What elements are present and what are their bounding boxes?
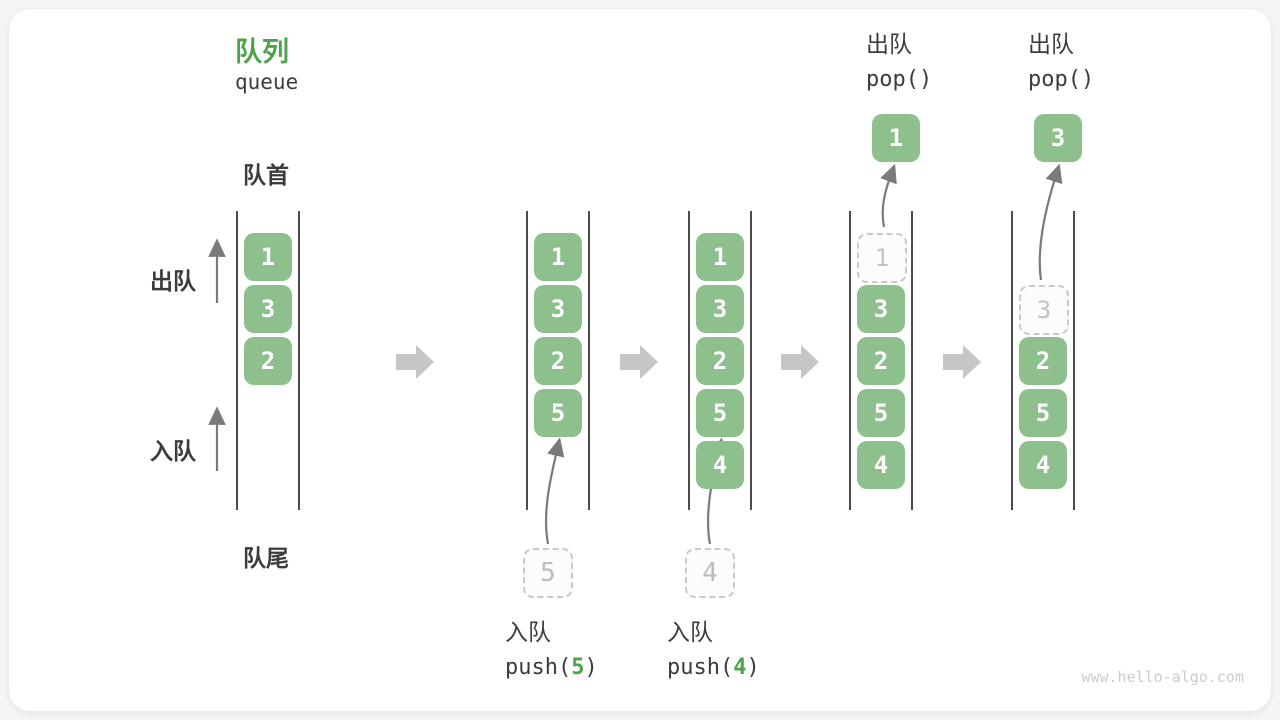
queue-item: 3 — [857, 285, 905, 333]
op-action-text: 出队 — [866, 31, 912, 57]
queue-item: 3 — [534, 285, 582, 333]
op-code-arg: 5 — [571, 655, 585, 680]
queue-wall-left — [526, 211, 528, 510]
queue-wall-right — [911, 211, 913, 510]
dequeue-op-label: 出队 pop() — [866, 26, 932, 98]
queue-item: 3 — [244, 285, 292, 333]
queue-wall-left — [236, 211, 238, 510]
queue-item-dashed: 3 — [1019, 285, 1069, 335]
label-enqueue: 入队 — [150, 438, 196, 464]
queue-wall-right — [298, 211, 300, 510]
diagram-title: 队列 — [235, 37, 289, 67]
op-action-text: 出队 — [1028, 31, 1074, 57]
queue-item: 2 — [534, 337, 582, 385]
queue-item: 5 — [1019, 389, 1067, 437]
queue-wall-left — [688, 211, 690, 510]
popped-item-box: 3 — [1034, 114, 1082, 162]
diagram-subtitle: queue — [235, 70, 299, 94]
queue-wall-left — [849, 211, 851, 510]
op-code-text: push(5) — [505, 655, 598, 680]
enqueue-op-label: 入队 push(5) — [505, 614, 598, 686]
queue-item: 4 — [696, 441, 744, 489]
queue-item-dashed: 1 — [857, 233, 907, 283]
op-code-text: pop() — [1028, 67, 1095, 92]
op-action-text: 入队 — [667, 619, 713, 645]
queue-item: 4 — [857, 441, 905, 489]
queue-item: 5 — [534, 389, 582, 437]
queue-item: 5 — [857, 389, 905, 437]
queue-wall-right — [1073, 211, 1075, 510]
op-code-text: pop() — [866, 67, 933, 92]
label-dequeue: 出队 — [150, 268, 196, 294]
queue-item: 2 — [244, 337, 292, 385]
popped-item-box: 1 — [872, 114, 920, 162]
queue-wall-right — [588, 211, 590, 510]
queue-item: 4 — [1019, 441, 1067, 489]
op-action-text: 入队 — [505, 619, 551, 645]
queue-item: 1 — [244, 233, 292, 281]
incoming-item-box: 4 — [685, 548, 735, 598]
label-queue-rear: 队尾 — [243, 545, 289, 571]
queue-item: 2 — [696, 337, 744, 385]
label-queue-front: 队首 — [243, 162, 289, 188]
enqueue-op-label: 入队 push(4) — [667, 614, 760, 686]
queue-item: 1 — [534, 233, 582, 281]
incoming-item-box: 5 — [523, 548, 573, 598]
queue-item: 2 — [1019, 337, 1067, 385]
watermark: www.hello-algo.com — [1081, 668, 1244, 686]
queue-wall-right — [750, 211, 752, 510]
queue-item: 2 — [857, 337, 905, 385]
dequeue-op-label: 出队 pop() — [1028, 26, 1094, 98]
queue-item: 1 — [696, 233, 744, 281]
op-code-arg: 4 — [733, 655, 747, 680]
queue-item: 3 — [696, 285, 744, 333]
queue-diagram-card — [8, 8, 1272, 712]
queue-item: 5 — [696, 389, 744, 437]
queue-wall-left — [1011, 211, 1013, 510]
op-code-text: push(4) — [667, 655, 760, 680]
